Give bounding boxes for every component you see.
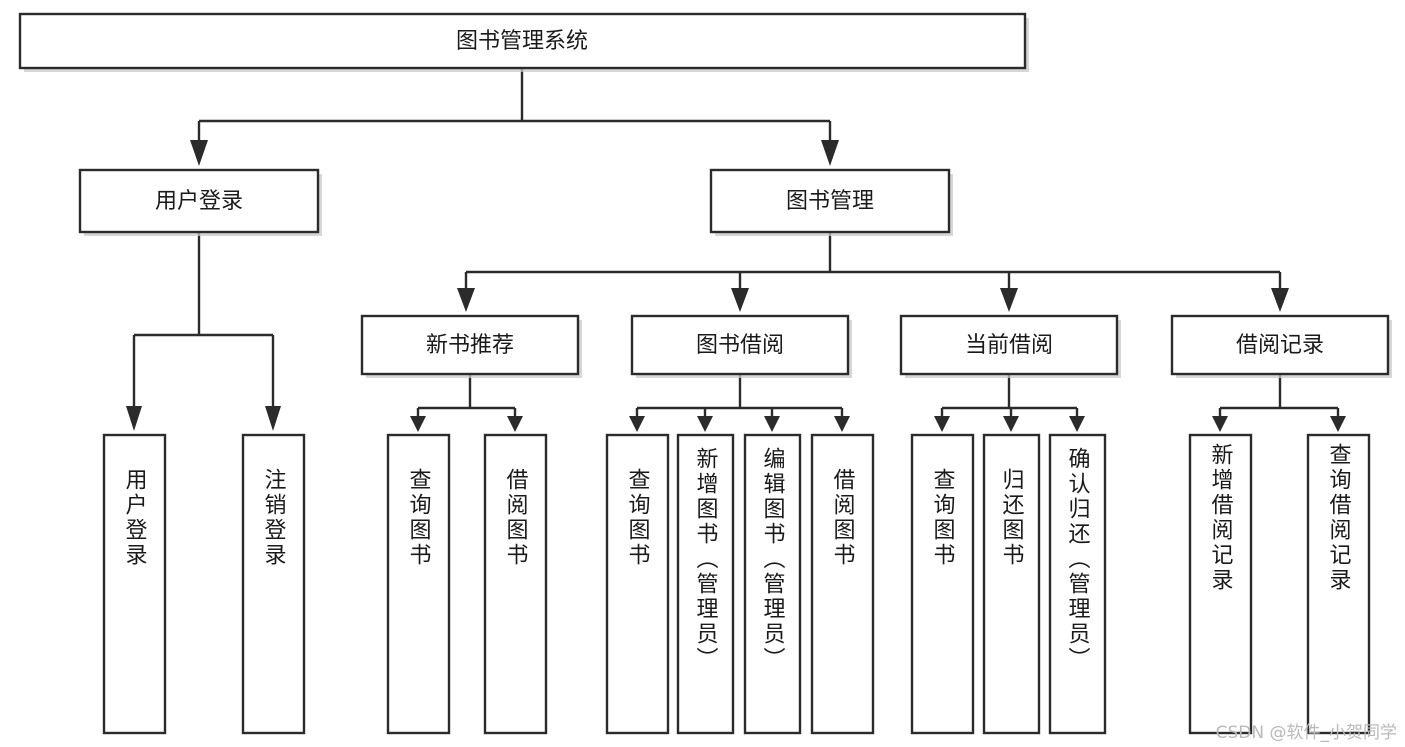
node-leaf-user-login-box[interactable]: [102, 433, 167, 735]
node-root[interactable]: 图书管理系统: [18, 12, 1029, 72]
node-leaf-newbook-query-box[interactable]: [386, 433, 451, 735]
node-login-label: 用户登录: [155, 189, 243, 214]
node-leaf-user-login-label: 用户登录: [122, 468, 148, 568]
node-leaf-borrow-query[interactable]: 查询图书: [605, 433, 670, 735]
node-bookmgmt[interactable]: 图书管理: [709, 168, 953, 236]
arrow-borrow-to-lend: [834, 416, 850, 432]
node-leaf-borrow-edit-label: 编辑图书（管理员）: [760, 447, 786, 672]
node-bookmgmt-box[interactable]: [709, 168, 951, 234]
node-current[interactable]: 当前借阅: [899, 314, 1121, 378]
node-leaf-current-query-label: 查询图书: [930, 468, 956, 568]
node-leaf-records-add-label: 新增借阅记录: [1208, 443, 1234, 593]
node-leaf-newbook-borrow-box[interactable]: [483, 433, 548, 735]
node-leaf-newbook-borrow[interactable]: 借阅图书: [483, 433, 548, 735]
node-newbook[interactable]: 新书推荐: [360, 314, 582, 378]
node-leaf-user-logout-label: 注销登录: [261, 468, 287, 568]
node-leaf-current-return-label: 归还图书: [999, 468, 1025, 568]
node-leaf-borrow-add[interactable]: 新增图书（管理员）: [676, 433, 735, 735]
arrow-borrow-to-edit: [764, 416, 780, 432]
node-leaf-newbook-query[interactable]: 查询图书: [386, 433, 451, 735]
arrow-records-to-add: [1212, 416, 1228, 432]
node-newbook-label: 新书推荐: [426, 333, 514, 358]
arrow-root-to-bookmgmt: [821, 140, 839, 166]
node-leaf-records-query[interactable]: 查询借阅记录: [1306, 433, 1371, 735]
node-leaf-records-query-box[interactable]: [1306, 433, 1371, 735]
node-leaf-borrow-lend-label: 借阅图书: [830, 468, 856, 568]
node-borrow[interactable]: 图书借阅: [630, 314, 852, 378]
node-leaf-borrow-edit-box[interactable]: [743, 433, 802, 735]
node-current-label: 当前借阅: [965, 333, 1053, 358]
node-leaf-current-return[interactable]: 归还图书: [982, 433, 1041, 735]
node-newbook-box[interactable]: [360, 314, 580, 376]
arrow-records-to-query: [1330, 416, 1346, 432]
arrow-current-to-confirm: [1069, 416, 1085, 432]
node-bookmgmt-label: 图书管理: [786, 189, 874, 214]
node-leaf-borrow-add-box[interactable]: [676, 433, 735, 735]
node-leaf-current-query-box[interactable]: [910, 433, 975, 735]
node-leaf-borrow-query-box[interactable]: [605, 433, 670, 735]
node-leaf-current-confirm-box[interactable]: [1048, 433, 1107, 735]
node-leaf-records-add[interactable]: 新增借阅记录: [1188, 433, 1253, 735]
arrow-login-to-userlogin: [126, 406, 142, 431]
node-borrow-box[interactable]: [630, 314, 850, 376]
node-leaf-user-logout-box[interactable]: [241, 433, 306, 735]
node-leaf-newbook-query-label: 查询图书: [406, 468, 432, 568]
node-current-box[interactable]: [899, 314, 1119, 376]
node-leaf-borrow-lend-box[interactable]: [810, 433, 875, 735]
arrow-login-to-userlogout: [265, 406, 281, 431]
node-records-box[interactable]: [1170, 314, 1390, 376]
node-leaf-current-confirm-label: 确认归还（管理员）: [1065, 447, 1091, 672]
node-login-box[interactable]: [78, 168, 320, 234]
arrow-root-to-login: [190, 140, 208, 166]
arrow-current-to-query: [934, 416, 950, 432]
arrow-current-to-return: [1003, 416, 1019, 432]
node-leaf-borrow-lend[interactable]: 借阅图书: [810, 433, 875, 735]
node-records-label: 借阅记录: [1236, 333, 1324, 358]
arrow-newbook-to-borrow: [507, 416, 523, 432]
node-leaf-borrow-add-label: 新增图书（管理员）: [693, 447, 719, 672]
node-leaf-borrow-query-label: 查询图书: [625, 468, 651, 568]
node-root-box[interactable]: [18, 12, 1027, 70]
node-leaf-current-query[interactable]: 查询图书: [910, 433, 975, 735]
node-leaf-borrow-edit[interactable]: 编辑图书（管理员）: [743, 433, 802, 735]
arrow-borrow-to-add: [697, 416, 713, 432]
arrow-borrow-to-query: [629, 416, 645, 432]
node-leaf-newbook-borrow-label: 借阅图书: [503, 468, 529, 568]
node-leaf-records-add-box[interactable]: [1188, 433, 1253, 735]
arrow-bookmgmt-to-current: [1000, 288, 1018, 312]
arrow-bookmgmt-to-newbook: [457, 288, 475, 312]
arrow-bookmgmt-to-borrow: [731, 288, 749, 312]
node-leaf-user-logout[interactable]: 注销登录: [241, 433, 306, 735]
connector-layer: [126, 68, 1346, 432]
node-records[interactable]: 借阅记录: [1170, 314, 1392, 378]
node-root-label: 图书管理系统: [456, 29, 588, 54]
node-leaf-user-login[interactable]: 用户登录: [102, 433, 167, 735]
node-leaf-current-confirm[interactable]: 确认归还（管理员）: [1048, 433, 1107, 735]
node-login[interactable]: 用户登录: [78, 168, 322, 236]
node-leaf-current-return-box[interactable]: [982, 433, 1041, 735]
arrow-bookmgmt-to-records: [1271, 288, 1289, 312]
node-borrow-label: 图书借阅: [696, 333, 784, 358]
node-leaf-records-query-label: 查询借阅记录: [1326, 443, 1352, 593]
arrow-newbook-to-query: [410, 416, 426, 432]
